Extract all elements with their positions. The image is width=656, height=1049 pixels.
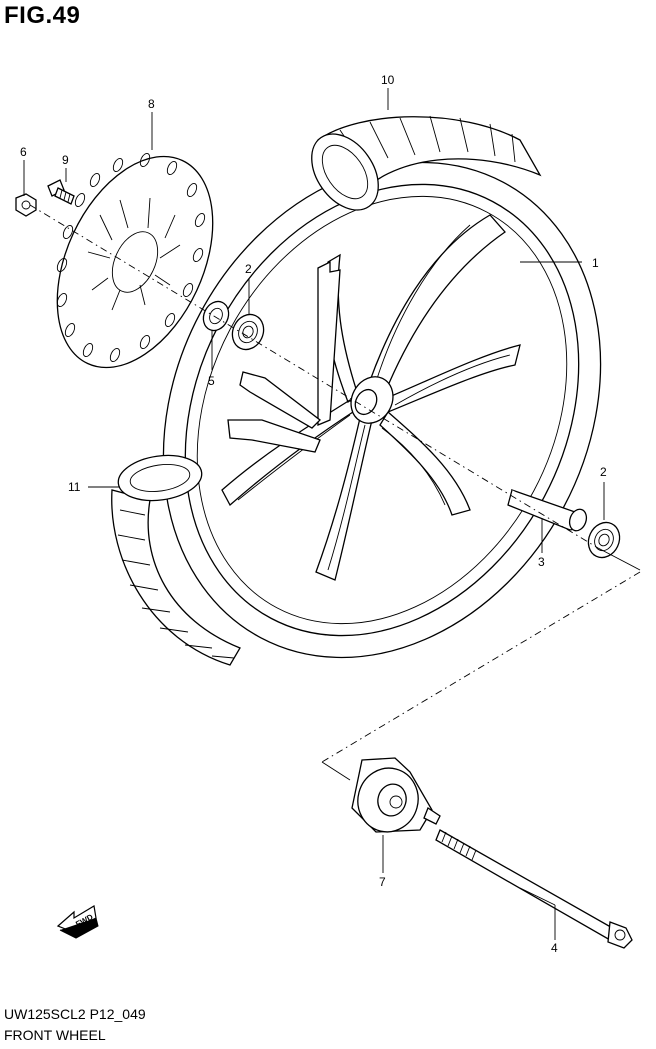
figure-title: FIG.49	[4, 2, 81, 29]
assembly-axis-lines	[29, 204, 641, 781]
wheel-bearing-left	[231, 313, 265, 351]
callout-2-right: 2	[600, 465, 607, 479]
front-wheel-assembly	[162, 161, 602, 659]
disc-nut	[15, 193, 37, 217]
tire-section-bottom	[111, 454, 241, 666]
callout-labels: 1 2 2 3 4 5 6 7 8 9 10 11	[20, 73, 607, 955]
callout-3: 3	[538, 555, 545, 569]
callout-11: 11	[68, 480, 81, 494]
hub-spacer	[202, 300, 230, 332]
rim-cutaway-lower	[227, 419, 321, 453]
hub-bore	[354, 388, 378, 416]
callout-8: 8	[148, 97, 155, 111]
rim-inner-edge	[196, 195, 568, 625]
brake-disc	[56, 152, 214, 369]
callout-9: 9	[62, 153, 69, 167]
tire-section-top	[311, 115, 542, 211]
fwd-arrow: FWD	[56, 905, 99, 939]
disc-bolt	[47, 179, 75, 205]
callout-5: 5	[208, 374, 215, 388]
callout-4: 4	[551, 941, 558, 955]
callout-10: 10	[381, 73, 395, 87]
callout-6: 6	[20, 145, 27, 159]
callout-2-left: 2	[245, 262, 252, 276]
front-axle	[435, 829, 633, 949]
rim-cutaway-upper	[317, 260, 341, 426]
figure-caption: FRONT WHEEL	[4, 1027, 106, 1043]
axle-spacer-tube	[507, 488, 588, 532]
rim-cutaway-mid	[239, 371, 321, 429]
model-code: UW125SCL2 P12_049	[4, 1006, 146, 1022]
wheel-bearing-right	[587, 521, 621, 559]
callout-1: 1	[592, 256, 599, 270]
speedometer-gearbox	[351, 757, 441, 833]
callout-7: 7	[379, 875, 386, 889]
callout-leader-lines	[23, 88, 605, 940]
